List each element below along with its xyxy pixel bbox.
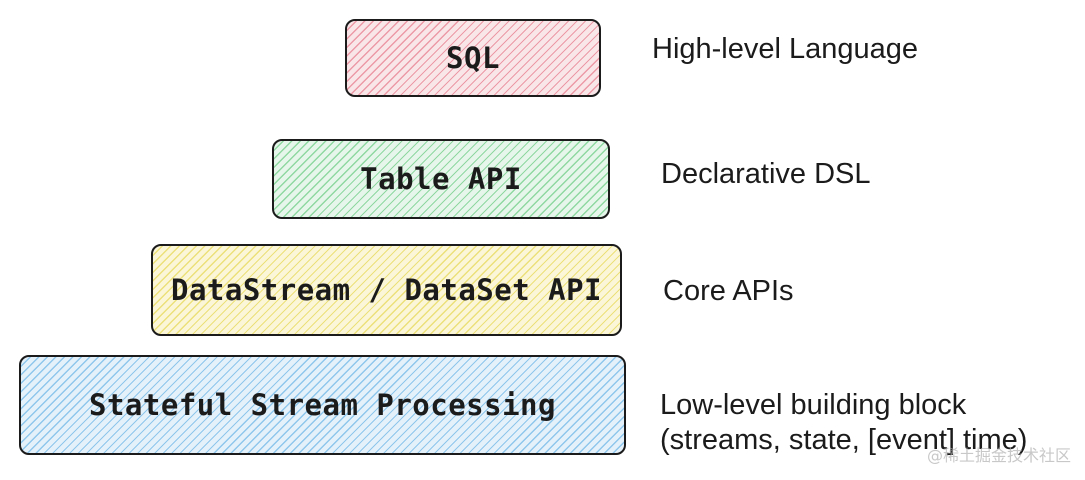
layer-stateful-box: Stateful Stream Processing xyxy=(19,355,626,455)
layer-table-api-label: Table API xyxy=(360,162,522,196)
layer-sql-description: High-level Language xyxy=(652,33,919,65)
layer-datastream-box: DataStream / DataSet API xyxy=(151,244,622,336)
layer-table-api-box: Table API xyxy=(272,139,610,219)
layer-stateful-label: Stateful Stream Processing xyxy=(89,388,556,422)
layer-stateful-description-line-1: Low-level building block xyxy=(660,389,967,421)
layer-stateful-description-line-2: (streams, state, [event] time) xyxy=(660,424,1028,456)
layer-sql-label: SQL xyxy=(446,41,500,75)
layer-table-api-description: Declarative DSL xyxy=(661,158,871,190)
watermark: @稀土掘金技术社区 xyxy=(926,446,1071,465)
layer-datastream-label: DataStream / DataSet API xyxy=(170,273,603,307)
layer-datastream-description: Core APIs xyxy=(663,275,794,307)
layer-stateful-description: Low-level building block (streams, state… xyxy=(660,388,1027,458)
layer-sql-box: SQL xyxy=(345,19,601,97)
